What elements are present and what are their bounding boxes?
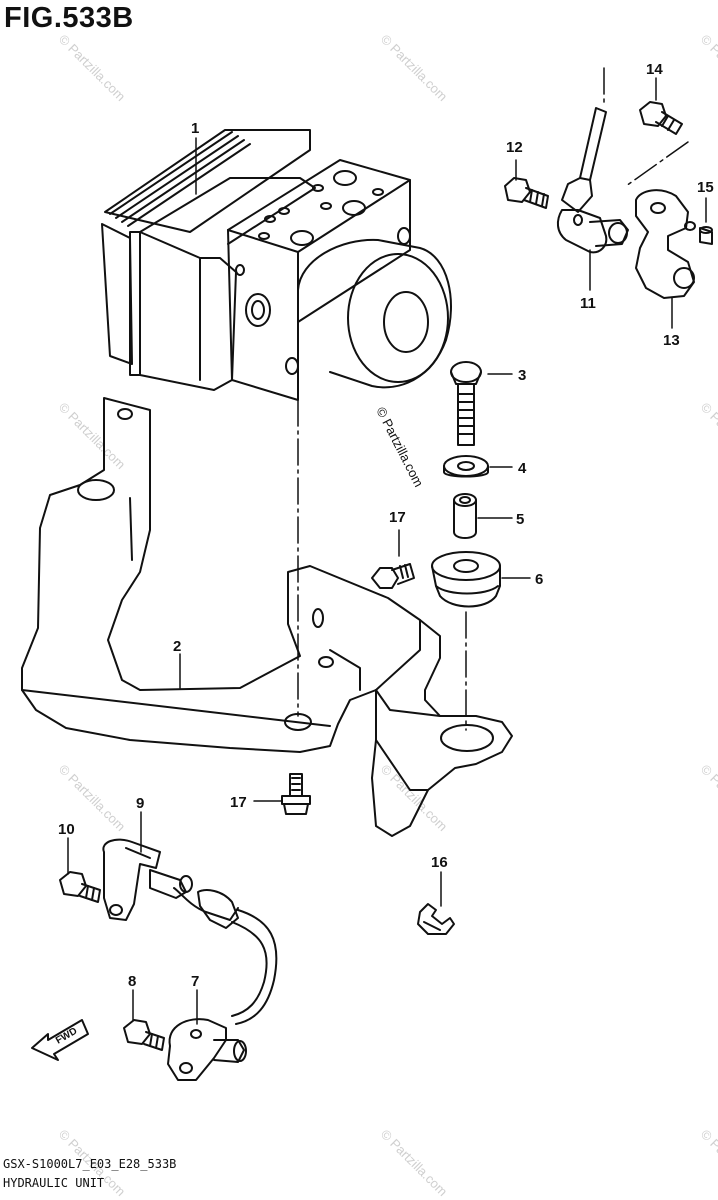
washer-part[interactable] xyxy=(443,455,489,478)
bolt-part[interactable] xyxy=(450,361,482,446)
collar-part[interactable] xyxy=(453,493,477,539)
grommet-part[interactable] xyxy=(431,551,501,608)
callout-label[interactable]: 17 xyxy=(230,794,247,811)
callout-label[interactable]: 13 xyxy=(663,332,680,349)
watermark-text: © Partzilla.com xyxy=(698,762,718,835)
assembly-guide-lines xyxy=(297,67,689,731)
callout-label[interactable]: 9 xyxy=(136,795,144,812)
forward-label: FWD xyxy=(54,1026,79,1047)
callout-label[interactable]: 12 xyxy=(506,139,523,156)
forward-arrow-icon: FWD xyxy=(31,1019,89,1061)
callout-label[interactable]: 17 xyxy=(389,509,406,526)
bolt-part[interactable] xyxy=(59,871,101,903)
pin-part[interactable] xyxy=(699,226,713,245)
wheel-speed-sensor-part[interactable] xyxy=(556,107,629,254)
hydraulic-unit-part[interactable] xyxy=(101,129,452,401)
callout-label[interactable]: 16 xyxy=(431,854,448,871)
callout-label[interactable]: 10 xyxy=(58,821,75,838)
diagram-name: HYDRAULIC UNIT xyxy=(3,1176,105,1190)
callout-label[interactable]: 8 xyxy=(128,973,136,990)
leader-lines xyxy=(67,77,707,1025)
callout-label[interactable]: 4 xyxy=(518,460,527,477)
callout-label[interactable]: 11 xyxy=(580,295,596,312)
flange-bolt-part[interactable] xyxy=(371,563,415,589)
callout-label[interactable]: 1 xyxy=(191,120,199,137)
callout-label[interactable]: 15 xyxy=(697,179,714,196)
callout-label[interactable]: 14 xyxy=(646,61,663,78)
watermark-text: © Partzilla.com xyxy=(698,1127,718,1200)
callout-label[interactable]: 5 xyxy=(516,511,524,528)
callout-label[interactable]: 6 xyxy=(535,571,543,588)
callout-label[interactable]: 2 xyxy=(173,638,181,655)
watermark-text: © Partzilla.com xyxy=(698,32,718,105)
figure-title: FIG.533B xyxy=(4,2,134,34)
watermark-text: © Partzilla.com xyxy=(56,400,129,473)
sensor-bracket-part[interactable] xyxy=(635,189,696,299)
watermark-text: © Partzilla.com xyxy=(378,762,451,835)
wheel-speed-sensor-part[interactable] xyxy=(149,869,278,1081)
watermark-text: © Partzilla.com xyxy=(698,400,718,473)
watermark-text: © Partzilla.com xyxy=(378,1127,451,1200)
bolt-part[interactable] xyxy=(639,101,683,135)
flange-bolt-part[interactable] xyxy=(281,773,311,815)
bracket-part[interactable] xyxy=(21,397,513,837)
watermark-text: © Partzilla.com xyxy=(56,32,129,105)
sensor-bracket-part[interactable] xyxy=(102,838,161,921)
watermark-text: © Partzilla.com xyxy=(373,405,426,490)
callout-label[interactable]: 3 xyxy=(518,367,526,384)
bolt-part[interactable] xyxy=(123,1019,165,1051)
clamp-part[interactable] xyxy=(417,903,455,935)
watermark-text: © Partzilla.com xyxy=(378,32,451,105)
callout-labels: 1 2 3 4 5 6 7 8 9 10 11 12 13 14 15 16 1… xyxy=(58,61,714,990)
callout-label[interactable]: 7 xyxy=(191,973,199,990)
bolt-part[interactable] xyxy=(504,177,549,209)
diagram-code: GSX-S1000L7_E03_E28_533B xyxy=(3,1157,177,1171)
